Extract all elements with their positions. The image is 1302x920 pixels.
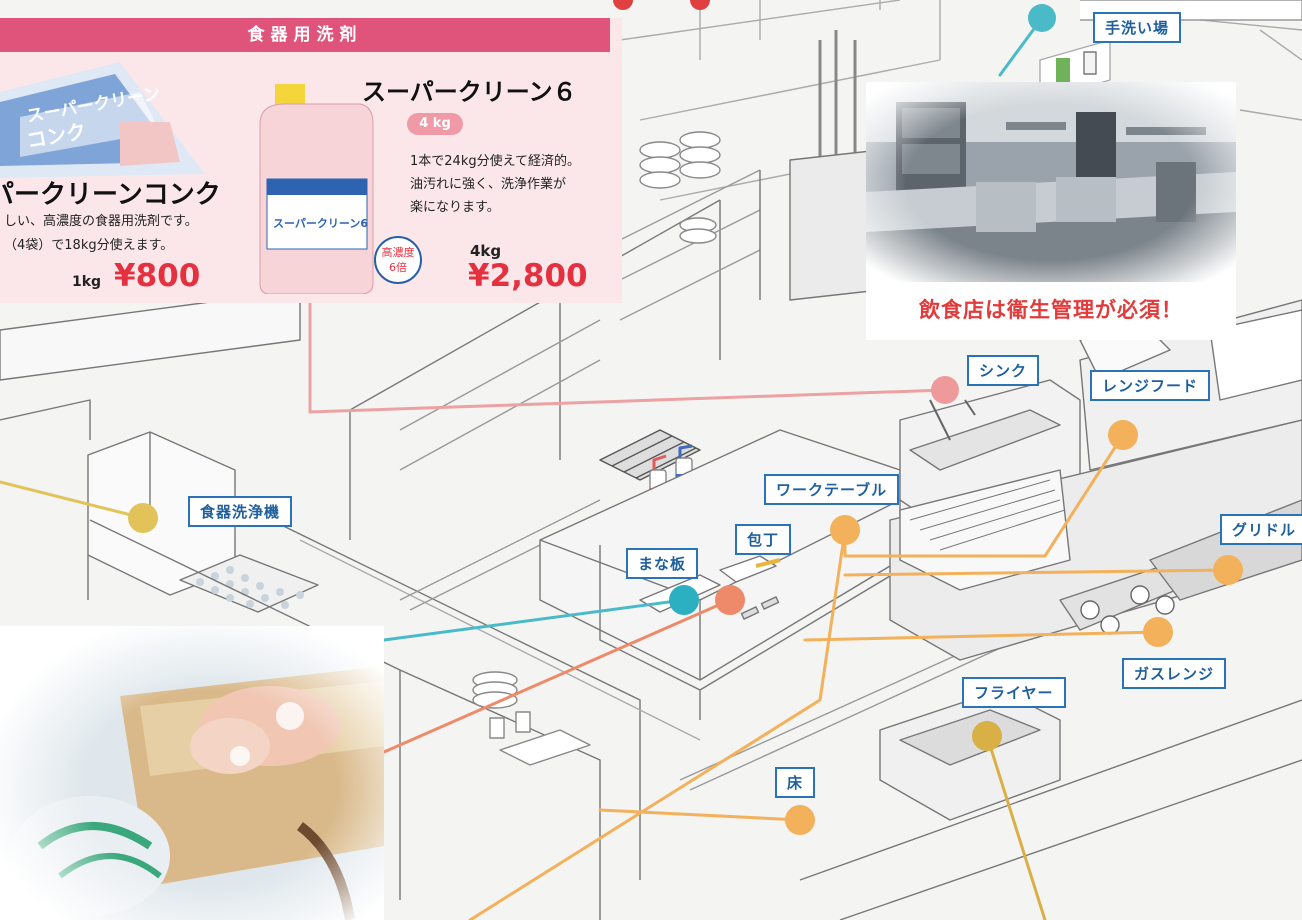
kitchen-photo-image xyxy=(866,82,1236,282)
label-range-hood: レンジフード xyxy=(1090,370,1211,401)
product1-price: ¥800 xyxy=(114,258,201,294)
dot-floor xyxy=(785,805,815,835)
dot-gas-range xyxy=(1143,617,1173,647)
product1-description-line1: しい、高濃度の食器用洗剤です。 xyxy=(4,214,198,229)
hand-washing-photo xyxy=(0,626,384,920)
label-handwash: 手洗い場 xyxy=(1093,12,1182,43)
label-fryer: フライヤー xyxy=(962,677,1066,708)
product2-unit: 4kg xyxy=(470,242,502,260)
product2-price: ¥2,800 xyxy=(468,258,588,294)
dot-knife xyxy=(715,585,745,615)
kitchen-photo-card: 飲食店は衛生管理が必須！ xyxy=(866,82,1236,340)
dot-fryer xyxy=(972,721,1002,751)
dot-griddle xyxy=(1213,555,1243,585)
product2-description-line3: 楽になります。 xyxy=(410,200,500,215)
product1-name: パークリーンコンク xyxy=(0,180,221,210)
product2-name: スーパークリーン６ xyxy=(362,78,577,106)
product2-bottle-image: スーパークリーン6 xyxy=(259,84,374,294)
product2-description-line2: 油汚れに強く、洗浄作業が xyxy=(410,177,567,192)
label-gas-range: ガスレンジ xyxy=(1122,658,1227,689)
dot-range-hood xyxy=(1108,420,1138,450)
label-cutting-board: まな板 xyxy=(626,548,699,579)
label-work-table: ワークテーブル xyxy=(764,474,900,505)
svg-text:スーパークリーン6: スーパークリーン6 xyxy=(273,217,368,230)
label-griddle: グリドル xyxy=(1220,514,1302,545)
product-card: 食器用洗剤 スーパークリーン コンク パークリーンコンク しい、高濃度の食器用洗… xyxy=(0,18,622,303)
label-knife: 包丁 xyxy=(735,524,792,555)
photo-caption: 飲食店は衛生管理が必須！ xyxy=(919,298,1183,322)
product2-description-line1: 1本で24kg分使えて経済的。 xyxy=(410,154,580,169)
dot-dishwasher xyxy=(128,503,158,533)
product1-description-line2: （4袋）で18kg分使えます。 xyxy=(4,238,174,253)
card-header: 食器用洗剤 xyxy=(0,18,610,52)
product2-weight-badge: 4 kg xyxy=(407,113,463,135)
label-sink: シンク xyxy=(967,355,1040,386)
concentration-badge: 高濃度 6倍 xyxy=(374,236,422,284)
dot-handwash xyxy=(1028,4,1056,32)
dot-cutting-board xyxy=(669,585,699,615)
dot-work-table xyxy=(830,515,860,545)
label-dishwasher: 食器洗浄機 xyxy=(188,496,293,527)
dot-sink xyxy=(931,376,959,404)
product1-unit: 1kg xyxy=(72,274,102,290)
label-floor: 床 xyxy=(775,767,816,798)
product1-package-image: スーパークリーン コンク xyxy=(0,62,205,178)
